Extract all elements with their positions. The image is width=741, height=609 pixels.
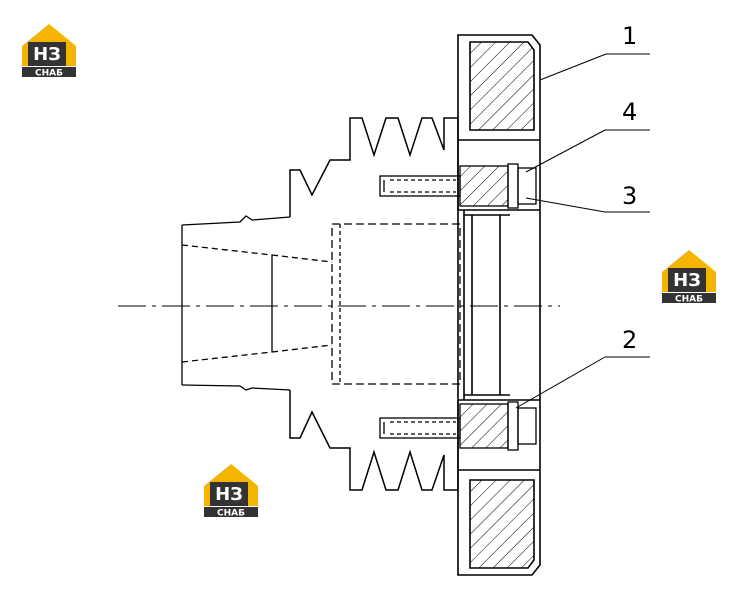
watermark-text-bottom: СНАБ bbox=[35, 69, 63, 79]
hub bbox=[181, 215, 461, 391]
watermark-logo: НЗ СНАБ bbox=[658, 244, 720, 305]
callout-4: 4 bbox=[622, 98, 637, 126]
bolt-top bbox=[379, 163, 537, 209]
watermark-text-top: НЗ bbox=[215, 484, 243, 505]
watermark-text-bottom: СНАБ bbox=[675, 295, 703, 305]
pulley-bottom bbox=[289, 390, 459, 491]
callout-2: 2 bbox=[622, 326, 637, 354]
bolt-bottom bbox=[379, 401, 537, 451]
watermark-logo: НЗ СНАБ bbox=[200, 458, 262, 519]
watermark-logo: НЗ СНАБ bbox=[18, 18, 80, 79]
pulley-top bbox=[289, 117, 459, 217]
watermark-text-top: НЗ bbox=[673, 270, 701, 291]
watermark-text-bottom: СНАБ bbox=[217, 509, 245, 519]
callout-3: 3 bbox=[622, 182, 637, 210]
leader-lines bbox=[515, 53, 650, 409]
damper-housing bbox=[457, 34, 541, 576]
callout-1: 1 bbox=[622, 22, 637, 50]
watermark-text-top: НЗ bbox=[33, 44, 61, 65]
